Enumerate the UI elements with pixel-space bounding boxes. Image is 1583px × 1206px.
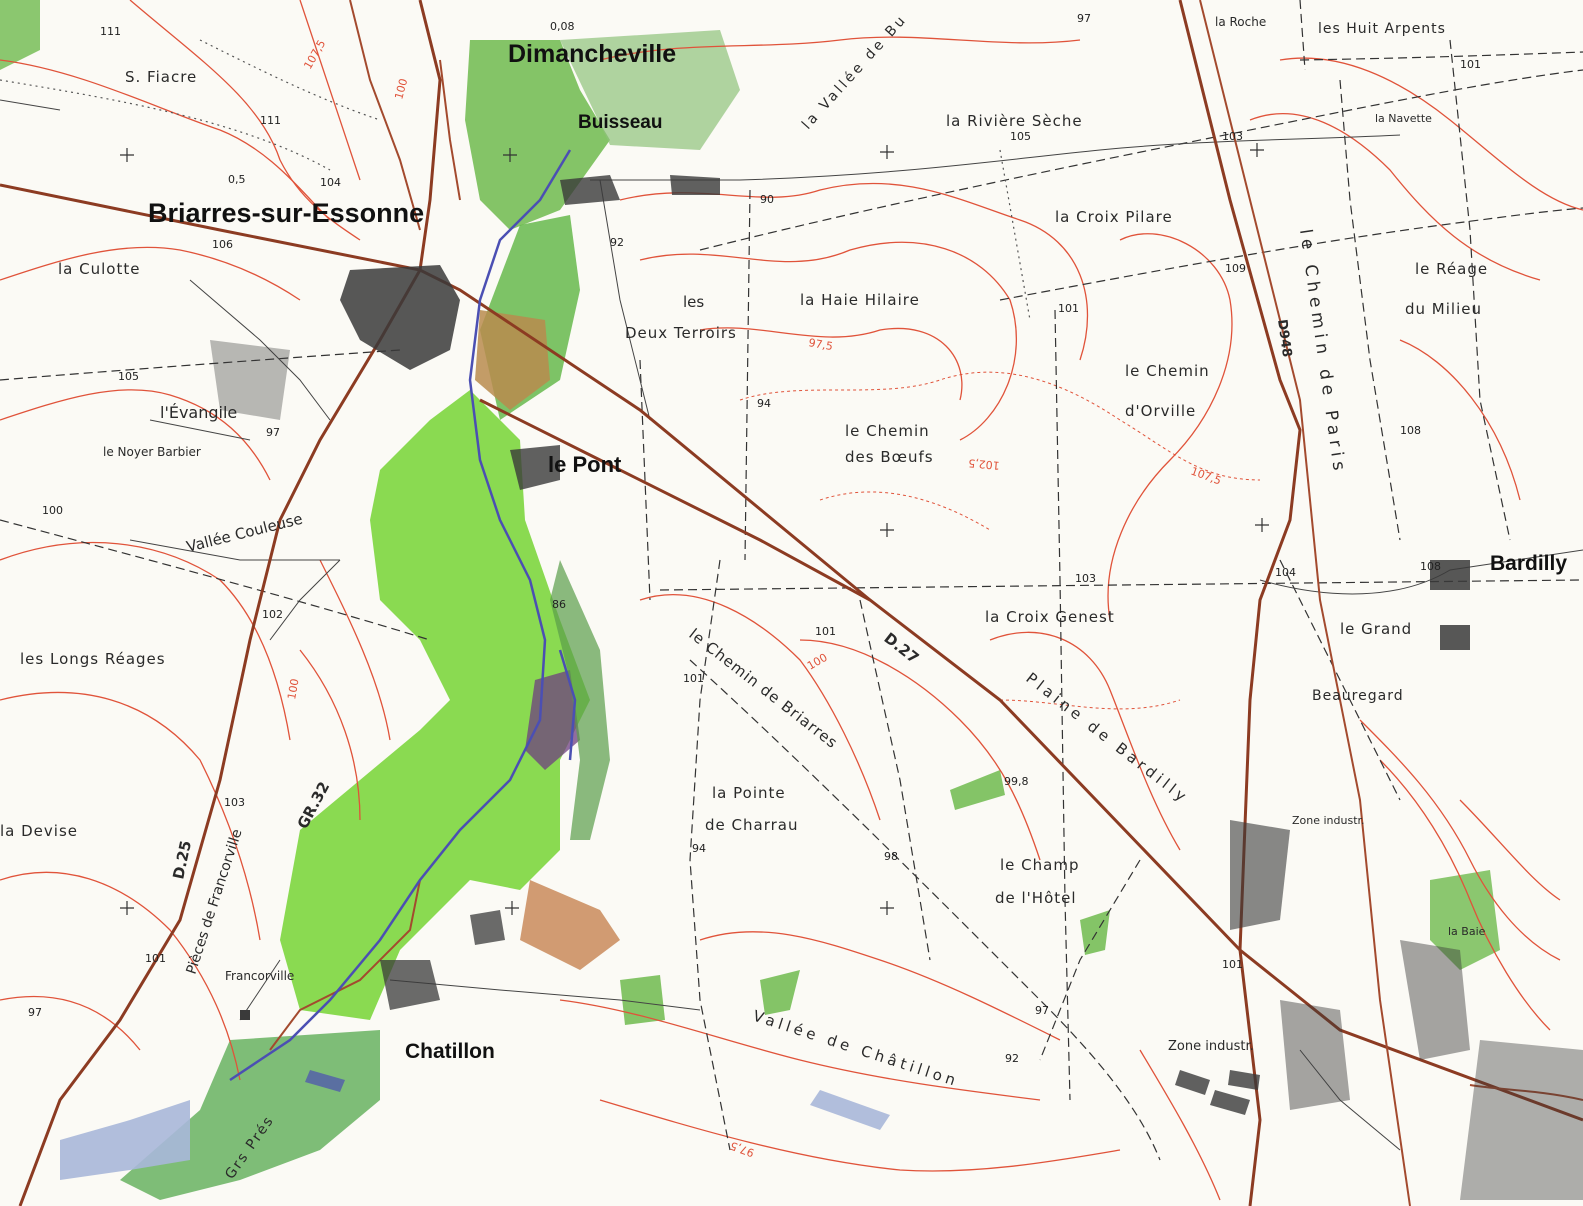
elevation-labels: 111 111 0,5 104 106 105 97 100 102 103 1… (28, 12, 1481, 1065)
elev-28: 109 (1225, 262, 1246, 275)
place-evangile: l'Évangile (160, 403, 237, 422)
place-la-culotte: la Culotte (58, 260, 140, 278)
elev-17: 101 (815, 625, 836, 638)
contour-label-2: 100 (392, 77, 410, 101)
place-la-roche: la Roche (1215, 15, 1266, 29)
place-zone-indust-2: Zone industr. (1168, 1039, 1254, 1054)
elev-4: 104 (320, 176, 341, 189)
elev-15: 94 (757, 397, 771, 410)
place-deux-terroirs: Deux Terroirs (625, 324, 737, 342)
contour-label-3: 97,5 (807, 336, 833, 353)
town-buisseau: Buisseau (578, 112, 662, 133)
built-areas (210, 175, 1583, 1200)
elev-30: 104 (1275, 566, 1296, 579)
elev-23: 99,8 (1004, 775, 1029, 788)
place-la-navette: la Navette (1375, 112, 1432, 125)
place-croix-pilare: la Croix Pilare (1055, 208, 1173, 226)
elev-6: 105 (118, 370, 139, 383)
place-huit-arpents: les Huit Arpents (1318, 21, 1446, 37)
place-longs-reages: les Longs Réages (20, 650, 166, 668)
lanes (0, 99, 1583, 1151)
elev-11: 101 (145, 952, 166, 965)
town-dimancheville: Dimancheville (508, 40, 676, 68)
place-chemin-boeufs-1: le Chemin (845, 422, 930, 440)
elev-10: 103 (224, 796, 245, 809)
contour-label-8: 100 (285, 678, 301, 701)
elev-22: 92 (1005, 1052, 1019, 1065)
town-chatillon: Chatillon (405, 1040, 495, 1063)
elev-1: 111 (100, 25, 121, 38)
town-bardilly: Bardilly (1490, 552, 1567, 575)
place-le-grand: le Grand (1340, 620, 1412, 638)
elev-18: 101 (683, 672, 704, 685)
elev-9: 102 (262, 608, 283, 621)
elev-35: 101 (1222, 958, 1243, 971)
place-chemin-orville-1: le Chemin (1125, 362, 1210, 380)
place-beauregard: Beauregard (1312, 688, 1404, 704)
place-la-devise: la Devise (0, 822, 78, 840)
elev-12: 97 (28, 1006, 42, 1019)
elev-20: 98 (884, 850, 898, 863)
elev-3: 0,5 (228, 173, 246, 186)
elev-31: 108 (1420, 560, 1441, 573)
place-chemin-orville-2: d'Orville (1125, 402, 1196, 420)
place-les: les (683, 293, 704, 311)
elev-14: 92 (610, 236, 624, 249)
elev-27: 103 (1222, 130, 1243, 143)
place-riviere-seche: la Rivière Sèche (946, 112, 1083, 130)
place-pointe-charrau-1: la Pointe (712, 784, 786, 802)
town-le-pont: le Pont (548, 452, 622, 477)
essonne-river (229, 149, 577, 1082)
elev-8: 100 (42, 504, 63, 517)
elev-5: 106 (212, 238, 233, 251)
elev-34: 0,08 (550, 20, 575, 33)
town-briarres: Briarres-sur-Essonne (148, 198, 424, 228)
place-champ-hotel-2: de l'Hôtel (995, 889, 1077, 907)
elev-26: 105 (1010, 130, 1031, 143)
place-noyer-barbier: le Noyer Barbier (103, 445, 201, 459)
place-francorville: Francorville (225, 969, 294, 983)
elev-29: 108 (1400, 424, 1421, 437)
place-du-milieu: du Milieu (1405, 300, 1482, 318)
road-d948: D948 (1274, 318, 1294, 358)
elev-25: 101 (1058, 302, 1079, 315)
place-champ-hotel-1: le Champ (1000, 856, 1079, 874)
elev-2: 111 (260, 114, 281, 127)
elev-33: 97 (1077, 12, 1091, 25)
place-le-reage: le Réage (1415, 260, 1488, 278)
elev-16: 86 (552, 598, 566, 611)
place-saint-fiacre: S. Fiacre (125, 68, 197, 86)
elev-32: 101 (1460, 58, 1481, 71)
survey-crosses (120, 143, 1269, 915)
place-haie-hilaire: la Haie Hilaire (800, 291, 920, 309)
water-layer (60, 1070, 890, 1180)
town-labels: Briarres-sur-Essonne Dimancheville Buiss… (148, 40, 1567, 1063)
elev-19: 94 (692, 842, 706, 855)
elev-21: 97 (1035, 1004, 1049, 1017)
elev-13: 90 (760, 193, 774, 206)
place-zone-indust-1: Zone industr. (1292, 814, 1365, 827)
dirt-paths (0, 0, 1583, 1161)
boundary-lines (0, 39, 1031, 321)
place-chemin-boeufs-2: des Bœufs (845, 448, 934, 466)
elev-7: 97 (266, 426, 280, 439)
elev-24: 103 (1075, 572, 1096, 585)
place-la-baie: la Baie (1448, 925, 1486, 938)
place-croix-genest: la Croix Genest (985, 608, 1115, 626)
place-pointe-charrau-2: de Charrau (705, 816, 798, 834)
contour-label-4: 102,5 (968, 456, 1001, 472)
